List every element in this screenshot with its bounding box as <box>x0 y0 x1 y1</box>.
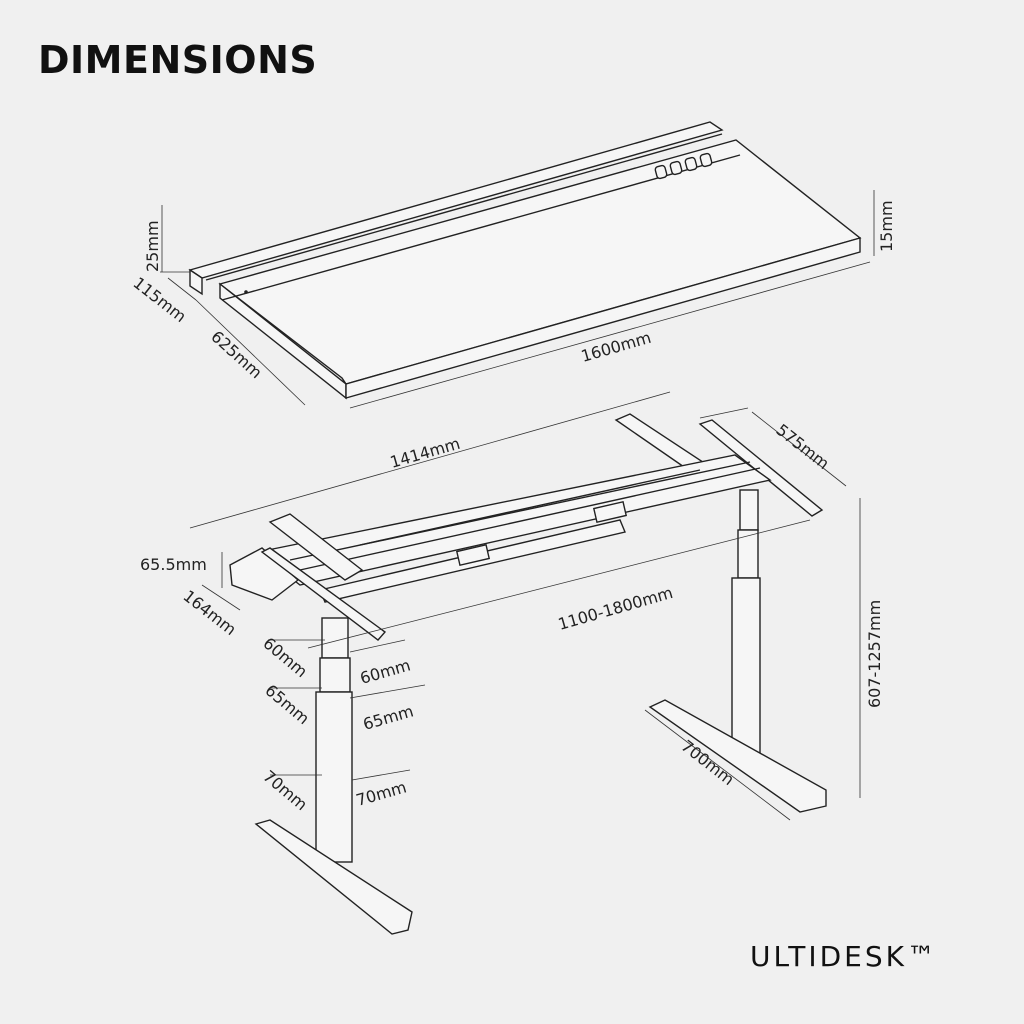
frame-drawing <box>189 391 861 935</box>
dimension-line <box>195 299 306 406</box>
control-box-height-label: 65.5mm <box>140 555 207 574</box>
desktop-drawing <box>160 121 875 409</box>
right-leg-lower <box>731 577 761 757</box>
dimension-line <box>349 639 406 653</box>
right-foot <box>648 699 827 813</box>
leg-upper-width-label: 60mm <box>358 655 413 687</box>
left-bracket <box>268 513 364 581</box>
leg-mid-width-label: 65mm <box>361 701 416 733</box>
brand-logo: ULTIDESK™ <box>750 940 938 973</box>
left-leg-upper <box>321 617 349 659</box>
left-crossbar <box>260 547 387 641</box>
beam-rail-line <box>359 469 701 546</box>
beam-joint <box>455 543 491 567</box>
right-crossbar <box>698 419 824 517</box>
dimension-line <box>349 261 871 409</box>
beam-joint <box>592 500 628 524</box>
leg-upper-depth-label: 60mm <box>259 634 311 682</box>
dimension-line <box>201 584 241 611</box>
control-box <box>229 547 300 601</box>
back-strip-line <box>205 133 723 281</box>
strip-depth-label: 115mm <box>130 273 190 326</box>
dimension-line <box>349 684 426 699</box>
desktop-front-edge <box>345 237 861 399</box>
beam-rail-line <box>299 467 761 571</box>
dimension-line <box>699 407 749 419</box>
dimension-line <box>751 411 847 487</box>
left-foot <box>254 819 413 935</box>
grommet-icon <box>244 290 248 294</box>
frame-top-width-label: 1414mm <box>388 434 462 472</box>
dimension-line <box>351 769 411 781</box>
page-title: DIMENSIONS <box>38 38 318 82</box>
desktop-groove-line <box>221 154 741 301</box>
power-outlets-icon <box>654 152 713 180</box>
crossbar-depth-label: 575mm <box>773 420 833 473</box>
left-leg-lower <box>315 691 353 863</box>
desktop-height-label: 25mm <box>143 220 162 272</box>
desktop-thickness-label: 15mm <box>877 200 896 252</box>
leg-lower-depth-label: 70mm <box>259 767 311 815</box>
dimension-line <box>167 277 197 301</box>
frame-width-range-label: 1100-1800mm <box>556 583 675 634</box>
height-range-label: 607-1257mm <box>865 600 884 708</box>
leg-lower-width-label: 70mm <box>354 777 409 809</box>
control-box-depth-label: 164mm <box>180 586 240 639</box>
left-leg-middle <box>319 657 351 693</box>
dimension-line <box>307 519 811 649</box>
right-leg-upper <box>739 489 759 531</box>
desktop-depth-label: 625mm <box>207 327 266 382</box>
back-strip-end <box>189 268 203 296</box>
dimension-line <box>644 709 791 821</box>
dimension-line <box>189 391 671 529</box>
